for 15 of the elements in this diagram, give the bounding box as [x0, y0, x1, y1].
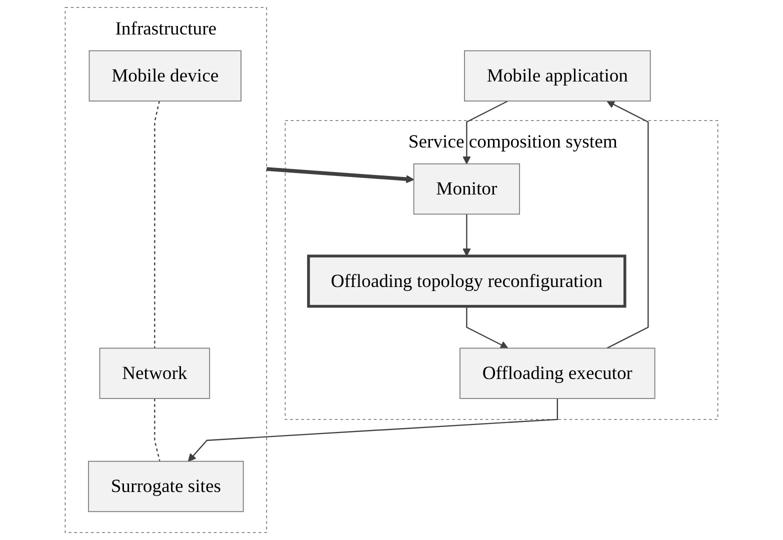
node-box: Monitor: [413, 163, 520, 215]
node-box: Mobile device: [88, 50, 242, 102]
connector: [154, 398, 160, 462]
arrow: [188, 398, 558, 462]
node-box: Offloading executor: [460, 348, 656, 399]
node-box: Network: [99, 348, 210, 399]
arrow: [462, 214, 471, 256]
node-box: Surrogate sites: [88, 460, 244, 512]
arrow: [462, 100, 508, 164]
arrow: [266, 167, 414, 184]
node-box: Mobile application: [464, 50, 651, 102]
arrow: [466, 306, 508, 349]
connector: [154, 100, 160, 348]
arrow: [606, 100, 649, 349]
node-box: Offloading topology reconfiguration: [307, 254, 626, 308]
